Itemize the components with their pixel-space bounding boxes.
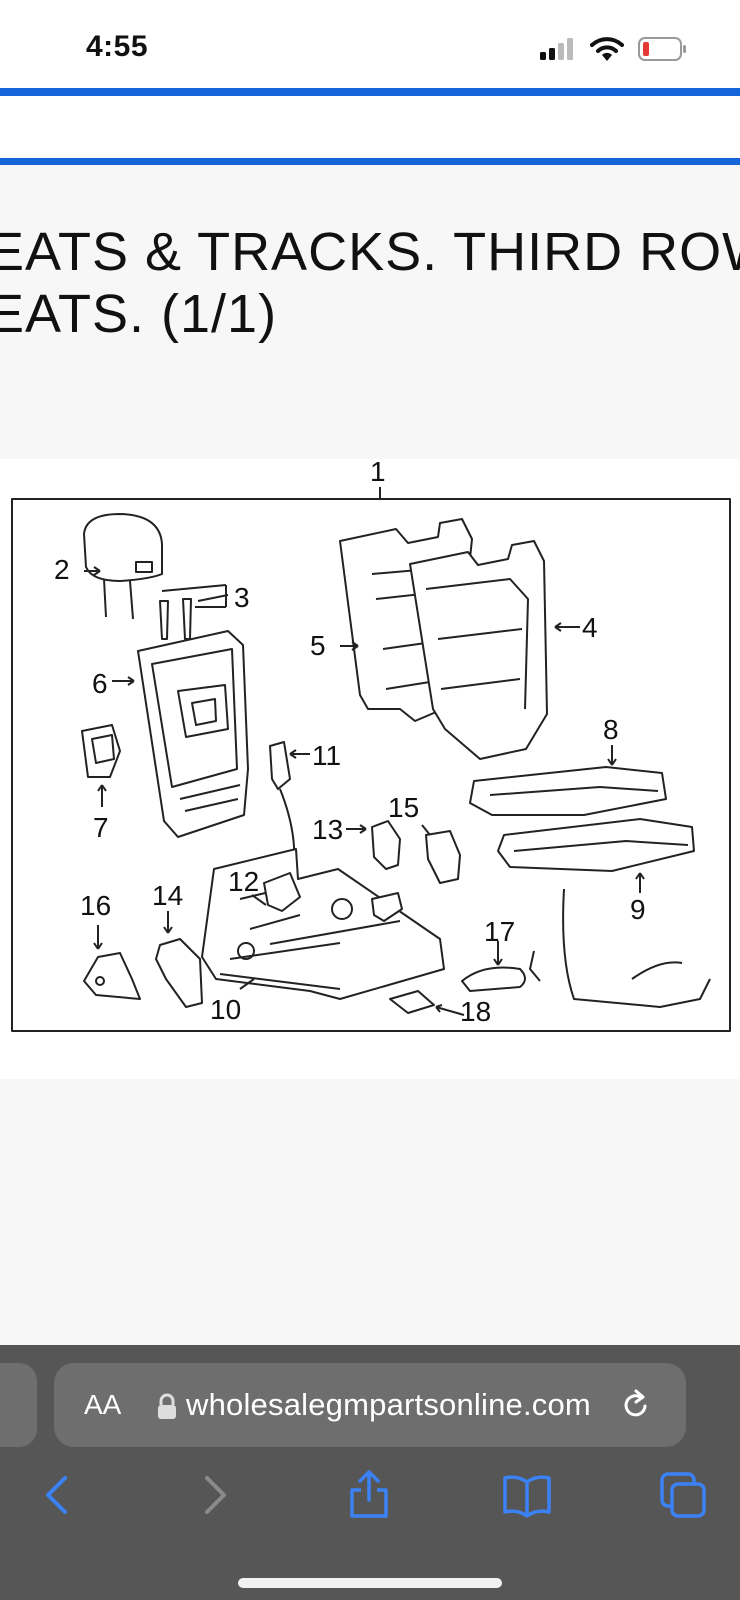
part-14-trim-panel[interactable]	[155, 938, 203, 1008]
callout-1: 1	[370, 459, 386, 487]
callout-2: 2	[54, 554, 70, 585]
diagram-frame	[11, 498, 731, 1032]
part-9-seat-cushion-frame[interactable]	[497, 818, 695, 872]
tabs-icon[interactable]	[658, 1470, 708, 1520]
callout-6: 6	[92, 668, 108, 699]
part-12-motor[interactable]	[263, 872, 301, 912]
forward-icon[interactable]	[190, 1470, 240, 1520]
page-title: EATS & TRACKS. THIRD ROW EATS. (1/1)	[0, 221, 740, 345]
part-15-bracket[interactable]	[425, 830, 461, 884]
part-13-trim[interactable]	[371, 820, 401, 870]
part-16-cover[interactable]	[83, 952, 141, 1000]
text-size-button[interactable]: AA	[84, 1389, 122, 1420]
diagram-callouts: 1 2 3 4 5 6 7 8 9 10 11 12 13 14 15 16 1…	[54, 456, 646, 1027]
callout-13: 13	[312, 814, 343, 845]
callout-9: 9	[630, 894, 646, 925]
header-accent-bottom	[0, 158, 740, 165]
part-3-headrest-guides[interactable]	[159, 584, 227, 640]
header-accent-top	[0, 88, 740, 96]
part-18-pad[interactable]	[389, 990, 435, 1014]
callout-17: 17	[484, 916, 515, 947]
page-content: EATS & TRACKS. THIRD ROW EATS. (1/1)	[0, 165, 740, 1345]
page-title-line2: EATS. (1/1)	[0, 284, 278, 344]
part-17-cap[interactable]	[461, 966, 526, 992]
part-8-seat-cushion-top[interactable]	[469, 766, 667, 816]
back-icon[interactable]	[32, 1470, 82, 1520]
callout-3: 3	[234, 582, 250, 613]
callout-15: 15	[388, 792, 419, 823]
callout-4: 4	[582, 612, 598, 643]
parts-diagram-svg: 1 2 3 4 5 6 7 8 9 10 11 12 13 14 15 16 1…	[11, 456, 731, 1032]
site-header	[0, 96, 740, 158]
address-bar[interactable]: AA wholesalegmpartsonline.com	[54, 1363, 686, 1447]
callout-14: 14	[152, 880, 183, 911]
callout-10: 10	[210, 994, 241, 1025]
part-2-headrest[interactable]	[83, 513, 163, 620]
callout-12: 12	[228, 866, 259, 897]
callout-16: 16	[80, 890, 111, 921]
status-bar: 4:55	[0, 0, 740, 88]
url-text[interactable]: wholesalegmpartsonline.com	[186, 1387, 591, 1422]
share-icon[interactable]	[344, 1470, 394, 1520]
reload-icon[interactable]	[620, 1389, 652, 1421]
previous-tab-peek[interactable]	[0, 1363, 37, 1447]
bookmarks-icon[interactable]	[502, 1470, 552, 1520]
part-6-seat-back-frame[interactable]	[137, 630, 249, 838]
callout-5: 5	[310, 630, 326, 661]
wifi-icon	[590, 37, 624, 61]
callout-11: 11	[312, 740, 341, 771]
parts-diagram[interactable]: 1 2 3 4 5 6 7 8 9 10 11 12 13 14 15 16 1…	[0, 456, 740, 1079]
callout-18: 18	[460, 996, 491, 1027]
status-time: 4:55	[86, 30, 149, 63]
callout-8: 8	[603, 714, 619, 745]
home-indicator	[238, 1578, 502, 1588]
cellular-signal-icon	[540, 38, 573, 60]
part-4-seat-back-front[interactable]	[409, 540, 548, 760]
browser-toolbar: AA wholesalegmpartsonline.com	[0, 1345, 740, 1600]
page-title-line1: EATS & TRACKS. THIRD ROW	[0, 222, 740, 282]
part-10-seat-frame-track[interactable]	[201, 848, 445, 1000]
part-7-trim-cover[interactable]	[81, 724, 121, 778]
lock-icon	[158, 1393, 176, 1419]
part-wiring-harness[interactable]	[529, 888, 711, 1008]
callout-7: 7	[93, 812, 109, 843]
battery-low-icon	[638, 37, 686, 61]
